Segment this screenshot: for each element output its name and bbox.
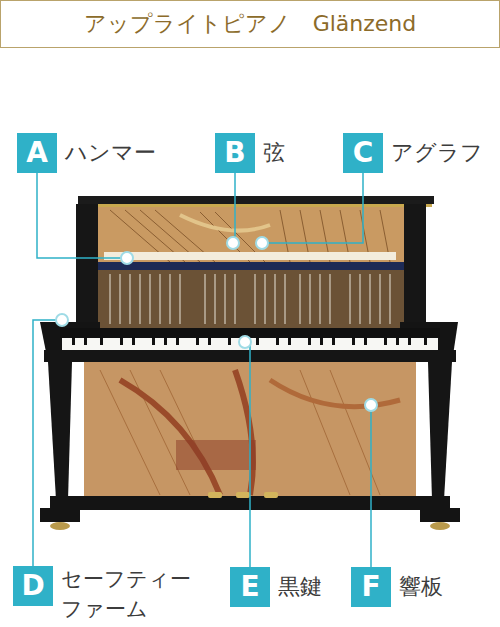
part-name: セーフティー ファーム xyxy=(61,564,201,624)
callout-letter: A xyxy=(17,133,57,173)
leg xyxy=(428,362,452,500)
leader-dots xyxy=(56,237,377,411)
lid-trim xyxy=(80,204,432,207)
callout: Aハンマー xyxy=(17,133,156,173)
callout-letter: B xyxy=(215,133,255,173)
part-name: 弦 xyxy=(263,133,285,173)
cabinet-side xyxy=(404,204,426,334)
caster xyxy=(50,522,70,530)
action xyxy=(98,270,404,328)
plate-rib xyxy=(180,215,270,231)
action-parts xyxy=(110,274,390,324)
pedals xyxy=(208,492,278,498)
caster xyxy=(430,522,450,530)
part-name: アグラフ xyxy=(391,133,483,173)
callout: F響板 xyxy=(351,567,443,607)
callout-letter: E xyxy=(230,567,270,607)
toe-block xyxy=(420,508,460,522)
hammer-rail xyxy=(98,262,404,270)
leg xyxy=(48,362,72,500)
callout: E黒鍵 xyxy=(230,567,322,607)
title: アップライトピアノ Glänzend xyxy=(0,0,500,48)
callout-letter: D xyxy=(13,566,53,606)
lid xyxy=(78,196,434,204)
part-name: ハンマー xyxy=(65,133,156,173)
cabinet-side xyxy=(76,204,98,334)
callout: B弦 xyxy=(215,133,285,173)
callout: Cアグラフ xyxy=(343,133,483,173)
toe-block xyxy=(40,508,80,522)
soundboard-grain xyxy=(100,370,380,495)
callout-letter: F xyxy=(351,567,391,607)
part-name: 響板 xyxy=(399,567,443,607)
fallboard xyxy=(60,328,440,338)
plate xyxy=(98,207,404,267)
callout-letter: C xyxy=(343,133,383,173)
hammers xyxy=(104,252,396,260)
bass-bridge xyxy=(120,380,220,495)
treble-bridge xyxy=(270,380,400,407)
string-area xyxy=(176,440,256,470)
part-name: 黒鍵 xyxy=(278,567,322,607)
leader-lines xyxy=(33,173,371,567)
callout: Dセーフティー ファーム xyxy=(13,566,201,624)
